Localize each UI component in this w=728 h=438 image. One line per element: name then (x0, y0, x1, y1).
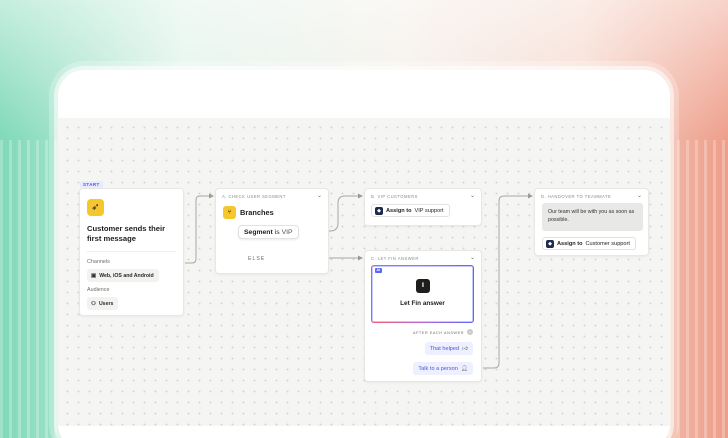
start-trigger-card[interactable]: ➶ Customer sends their first message Cha… (79, 188, 184, 316)
audience-label: Audience (87, 287, 110, 293)
fin-action-label: Let Fin answer (400, 300, 445, 307)
step-heading: B. VIP CUSTOMERS (371, 194, 418, 199)
after-label-text: AFTER EACH ANSWER (412, 329, 464, 335)
branches-title: Branches (240, 208, 274, 217)
handover-message[interactable]: Our team will be with you as soon as pos… (542, 203, 643, 231)
person-icon: 👤︎ (460, 365, 468, 372)
rocket-icon: ➶ (87, 199, 104, 216)
assign-support-action[interactable]: ◆ Assign to Customer support (542, 237, 636, 250)
audience-value: Users (98, 300, 114, 307)
devices-icon: ▣ (91, 272, 97, 279)
background-stripes-right (668, 140, 728, 438)
branch-icon: ⑂ (223, 206, 236, 219)
segment-condition[interactable]: Segment is VIP (238, 225, 299, 239)
channels-value: Web, iOS and Android (99, 272, 154, 279)
chevron-down-icon[interactable]: ⌄ (316, 193, 322, 199)
bottom-bar (58, 426, 670, 438)
action-target: VIP support (414, 207, 444, 214)
condition-value: VIP (281, 228, 293, 236)
reply-label: That helped (429, 345, 460, 352)
action-target: Customer support (585, 240, 630, 247)
start-tag: START (80, 181, 103, 188)
step-heading: A. CHECK USER SEGMENT (222, 194, 286, 199)
question-icon[interactable]: ? (467, 329, 473, 335)
chevron-down-icon[interactable]: ⌄ (469, 193, 475, 199)
background-stripes-left (0, 140, 60, 438)
reply-that-helped[interactable]: That helped 👍︎ (424, 342, 473, 355)
start-title: Customer sends their first message (87, 224, 166, 243)
handover-step-card[interactable]: D. HANDOVER TO TEAMMATE ⌄ Our team will … (534, 188, 649, 256)
ai-tag: AI (375, 268, 382, 273)
vip-step-card[interactable]: B. VIP CUSTOMERS ⌄ ◆ Assign to VIP suppo… (364, 188, 482, 226)
assign-vip-action[interactable]: ◆ Assign to VIP support (371, 204, 450, 217)
chevron-down-icon[interactable]: ⌄ (636, 193, 642, 199)
thumbs-up-icon: 👍︎ (462, 346, 468, 352)
audience-pill[interactable]: ⚇ Users (87, 297, 119, 310)
fin-logo-icon: ⦀ (416, 279, 430, 293)
action-verb: Assign to (386, 207, 412, 214)
channels-pill[interactable]: ▣ Web, iOS and Android (87, 269, 159, 282)
channels-label: Channels (87, 259, 110, 265)
let-fin-answer-card[interactable]: C. LET FIN ANSWER ⌄ AI ⦀ Let Fin answer … (364, 250, 482, 382)
branches-step-card[interactable]: A. CHECK USER SEGMENT ⌄ ⑂ Branches Segme… (215, 188, 329, 274)
fin-answer-block[interactable]: AI ⦀ Let Fin answer (371, 265, 474, 323)
step-heading: D. HANDOVER TO TEAMMATE (541, 194, 612, 199)
reply-talk-to-person[interactable]: Talk to a person 👤︎ (413, 362, 473, 375)
step-heading: C. LET FIN ANSWER (371, 256, 419, 261)
after-each-answer: AFTER EACH ANSWER ? (413, 329, 473, 335)
condition-prefix: Segment (244, 228, 273, 236)
shield-icon: ◆ (546, 239, 554, 248)
shield-icon: ◆ (375, 206, 383, 215)
reply-label: Talk to a person (418, 365, 458, 372)
workflow-window: START ➶ Customer sends their first messa… (58, 70, 670, 438)
action-verb: Assign to (557, 240, 583, 247)
chevron-down-icon[interactable]: ⌄ (469, 255, 475, 261)
else-label: ELSE (246, 256, 268, 262)
condition-operator: is (274, 228, 280, 236)
divider (87, 251, 176, 252)
users-icon: ⚇ (91, 300, 96, 307)
